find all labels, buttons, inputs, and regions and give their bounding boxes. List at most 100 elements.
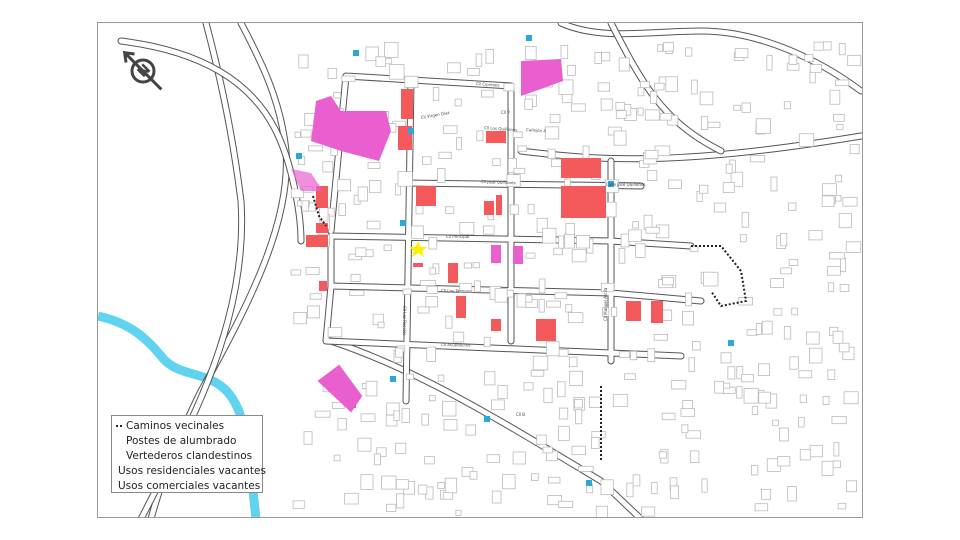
building <box>839 284 850 292</box>
building <box>618 247 626 264</box>
building <box>503 83 515 92</box>
building <box>442 492 454 500</box>
building <box>635 243 646 258</box>
building <box>527 203 535 215</box>
building <box>415 205 424 215</box>
building <box>600 98 613 111</box>
building <box>376 447 387 458</box>
building <box>659 113 673 121</box>
building <box>395 347 404 358</box>
building <box>822 41 832 51</box>
building <box>571 249 587 263</box>
building <box>570 103 586 112</box>
building <box>788 259 799 266</box>
building <box>314 410 331 418</box>
legend-item-lamps: Postes de alumbrado <box>116 433 258 448</box>
building <box>805 331 820 345</box>
bin-icon <box>390 376 396 382</box>
building <box>385 58 392 65</box>
building <box>290 188 304 199</box>
vacant-commercial <box>291 59 563 413</box>
legend-label: Usos residenciales vacantes <box>118 464 266 477</box>
building <box>741 102 751 113</box>
building <box>835 195 842 202</box>
building <box>595 505 608 517</box>
building <box>663 42 674 52</box>
building <box>421 413 429 426</box>
building <box>690 450 700 463</box>
building <box>463 262 472 269</box>
building <box>809 64 822 73</box>
building <box>846 480 857 493</box>
vacant-residential <box>306 89 663 408</box>
building <box>512 451 526 465</box>
building <box>575 409 583 425</box>
building <box>628 229 642 242</box>
building <box>597 82 610 92</box>
building <box>569 370 583 386</box>
building <box>558 407 569 420</box>
building <box>725 163 733 174</box>
building <box>831 415 847 425</box>
building <box>692 341 701 351</box>
bin-icon <box>526 35 532 41</box>
building <box>437 374 445 382</box>
building <box>483 336 491 348</box>
building <box>369 180 382 194</box>
bin-icon <box>296 153 302 159</box>
building <box>749 154 766 163</box>
building <box>647 348 656 363</box>
building <box>558 235 565 249</box>
building <box>417 484 428 495</box>
building <box>837 502 847 510</box>
building <box>838 342 850 353</box>
building <box>548 476 561 484</box>
building <box>308 145 324 152</box>
building <box>827 266 841 276</box>
building <box>809 347 823 364</box>
building <box>743 388 759 404</box>
street-label: Cll Cipreses <box>476 81 500 88</box>
building <box>624 373 636 380</box>
building <box>754 503 769 512</box>
building <box>538 278 546 294</box>
building <box>333 92 341 99</box>
building <box>367 162 381 169</box>
building <box>384 41 399 58</box>
building <box>355 247 367 257</box>
building <box>734 48 749 58</box>
building <box>405 373 414 380</box>
building <box>707 121 721 128</box>
building <box>720 352 732 364</box>
building <box>397 171 413 187</box>
building <box>722 182 735 193</box>
building <box>426 346 436 362</box>
building <box>780 233 788 247</box>
building <box>560 44 569 60</box>
building <box>798 370 813 379</box>
building <box>685 292 692 307</box>
building <box>569 356 578 368</box>
building <box>615 110 627 119</box>
building <box>741 211 750 228</box>
building <box>475 53 483 67</box>
building <box>783 101 791 110</box>
building <box>730 171 744 187</box>
building <box>594 52 602 64</box>
building <box>791 307 798 316</box>
building <box>829 251 845 260</box>
building <box>492 158 501 166</box>
building <box>658 451 667 459</box>
building <box>574 399 583 409</box>
building <box>553 247 563 256</box>
building <box>411 225 424 239</box>
illegal-dumps <box>296 35 734 486</box>
building <box>486 454 500 463</box>
building <box>307 305 320 319</box>
building <box>544 126 560 140</box>
building <box>799 394 807 403</box>
building <box>554 292 568 300</box>
building <box>327 327 343 338</box>
building <box>567 65 576 76</box>
building <box>833 442 840 457</box>
